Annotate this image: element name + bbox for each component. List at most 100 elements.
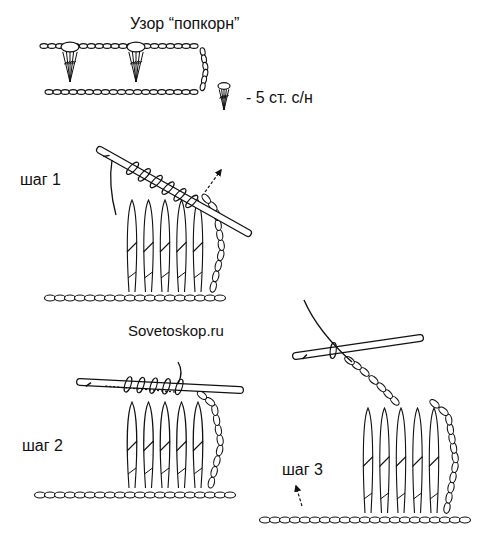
chain-loop <box>205 295 216 301</box>
chain-loop <box>400 517 411 523</box>
chain-loop <box>190 90 198 95</box>
hook-shaft <box>100 150 248 233</box>
chain-loop <box>390 517 401 523</box>
treble-bar <box>72 61 76 64</box>
chain-loop <box>134 90 142 95</box>
chain-loop <box>150 90 158 95</box>
chain-loop <box>166 90 174 95</box>
stitch-wrap <box>144 441 154 451</box>
chain-loop <box>449 471 457 483</box>
hook-outline <box>296 338 420 356</box>
watermark: Sovetoskop.ru <box>128 322 224 340</box>
chain-loop <box>207 477 216 489</box>
chain-loop <box>445 492 453 504</box>
chain-loop <box>185 492 196 498</box>
stitch-loop <box>127 200 136 292</box>
treble-stroke <box>63 52 70 82</box>
stitch-loop <box>177 402 186 488</box>
chain-loop <box>367 374 379 386</box>
chain-loop <box>69 90 77 95</box>
step2-illustration <box>35 362 241 498</box>
chain-loop <box>330 517 341 523</box>
chain-loop <box>65 295 76 301</box>
chain-loop <box>105 492 116 498</box>
chain-loop <box>85 90 93 95</box>
direction-arrow <box>296 486 302 506</box>
stitch-wrap <box>127 441 137 451</box>
treble-stroke <box>136 52 140 82</box>
chain-loop <box>380 517 391 523</box>
chain-loop <box>310 517 321 523</box>
stitch-wrap <box>161 468 169 474</box>
loop-on-hook <box>329 342 337 359</box>
stitch-wrap <box>144 242 154 252</box>
chain-loop <box>290 517 301 523</box>
step-label: шаг 3 <box>282 460 323 479</box>
chain-loop <box>155 295 166 301</box>
chain-loop <box>260 517 271 523</box>
treble-bar <box>225 95 229 98</box>
stitch-wrap <box>414 493 422 499</box>
chain-loop <box>217 249 225 261</box>
loop-on-hook <box>123 376 134 393</box>
stitch-loop <box>144 200 153 292</box>
stitch-wrap <box>177 441 187 451</box>
chain-loop <box>65 492 76 498</box>
chain-loop <box>340 517 351 523</box>
chain-loop <box>111 44 119 49</box>
yarn <box>178 362 181 384</box>
chain-loop <box>125 492 136 498</box>
chain-loop <box>174 90 182 95</box>
chain-loop <box>166 44 174 49</box>
stitch-loop <box>193 200 202 292</box>
chain-loop <box>225 492 236 498</box>
chain-loop <box>450 517 461 523</box>
chain-loop <box>115 295 126 301</box>
chain-loop <box>440 517 451 523</box>
chain-loop <box>45 492 56 498</box>
treble-stroke <box>219 89 224 110</box>
chain-loop <box>210 466 219 478</box>
chain-loop <box>215 295 226 301</box>
chain-loop <box>55 295 66 301</box>
chain-loop <box>214 424 222 436</box>
chain-loop <box>205 492 216 498</box>
hook-outline <box>80 382 240 390</box>
chain-loop <box>95 295 106 301</box>
stitch-chart <box>40 42 230 110</box>
chain-loop <box>155 492 166 498</box>
chain-loop <box>55 492 66 498</box>
chain-loop <box>410 517 421 523</box>
chain-loop <box>216 229 224 241</box>
loop-on-hook <box>184 194 199 210</box>
stitch-wrap <box>178 272 186 278</box>
step1-illustration <box>45 150 249 301</box>
stitch-wrap <box>193 441 203 451</box>
treble-stroke <box>129 52 136 82</box>
stitch-wrap <box>413 457 423 467</box>
yarn-path <box>105 386 175 392</box>
hook-notch <box>303 354 307 359</box>
hook-outline <box>100 150 248 233</box>
chain-loop <box>270 517 281 523</box>
stitch-loop <box>429 408 438 513</box>
chain-loop <box>103 44 111 49</box>
chain-loop <box>195 295 206 301</box>
chain-loop <box>209 281 217 293</box>
chain-loop <box>360 517 371 523</box>
chain-loop <box>216 434 224 446</box>
legend-text: - 5 ст. с/н <box>246 88 313 107</box>
chain-loop <box>165 492 176 498</box>
chain-loop <box>142 90 150 95</box>
stitch-wrap <box>145 468 153 474</box>
chain-loop <box>300 517 311 523</box>
stitch-wrap <box>397 493 405 499</box>
chain-loop <box>40 44 48 49</box>
chain-loop <box>175 295 186 301</box>
stitch-loop <box>177 200 186 292</box>
chain-loop <box>87 44 95 49</box>
stitch-wrap <box>380 457 390 467</box>
chain-loop <box>85 492 96 498</box>
chain-loop <box>447 482 455 494</box>
chain-loop <box>35 492 46 498</box>
